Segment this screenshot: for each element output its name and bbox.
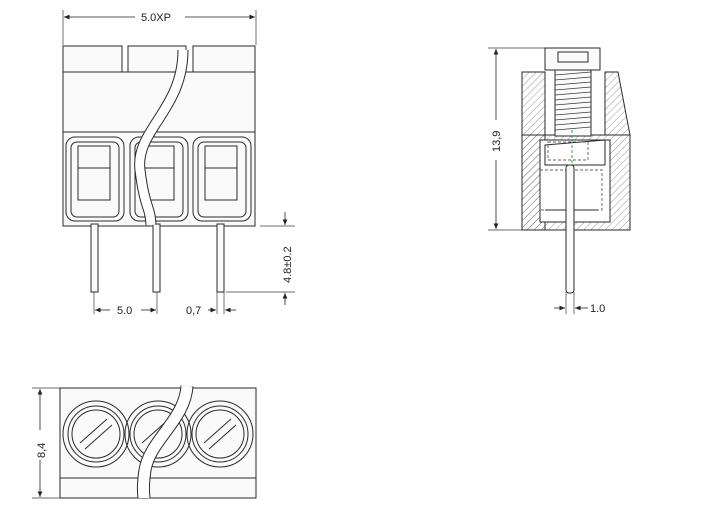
dim-pin-thickness: 0,7 — [186, 305, 201, 317]
dim-depth-bottom: 8,4 — [36, 443, 48, 458]
screw-thread — [554, 71, 592, 131]
top-view: 8,4 — [32, 385, 257, 499]
screw-head-right — [186, 400, 254, 468]
clamp-right — [192, 136, 252, 222]
dim-height-side: 13,9 — [491, 131, 503, 152]
screw-head-left — [62, 400, 130, 468]
dim-width-total: 5.0XP — [141, 12, 171, 24]
dim-pitch: 5.0 — [117, 305, 132, 317]
clamp-left — [65, 136, 125, 222]
dim-pin-protrusion: 4.8±0.2 — [282, 246, 294, 283]
dim-pin-offset: 1.0 — [590, 303, 605, 315]
side-view: 13,9 — [488, 47, 631, 315]
front-view: 5.0XP — [62, 10, 295, 317]
